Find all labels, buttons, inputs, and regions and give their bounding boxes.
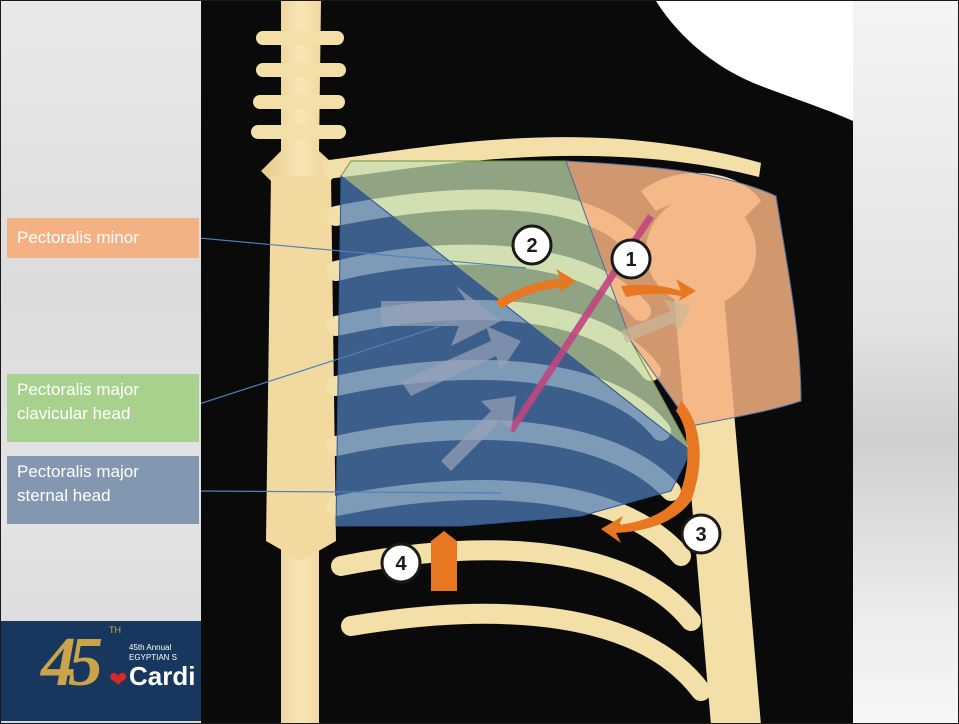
marker-1-label: 1 [625,249,636,271]
marker-3-label: 3 [695,524,706,546]
background-photo-right [848,1,958,724]
label-pectoralis-minor: Pectoralis minor [7,218,199,258]
label-sternal-line2: sternal head [17,484,189,508]
conference-logo: 45 TH 45th Annual EGYPTIAN S ❤ Cardi [1,621,201,721]
marker-1: 1 [612,240,650,278]
label-pectoralis-minor-text: Pectoralis minor [17,226,139,250]
heart-icon: ❤ [109,667,127,693]
label-sternal-line1: Pectoralis major [17,460,189,484]
background-photo-left [1,1,206,724]
label-clavicular-line1: Pectoralis major [17,378,189,402]
logo-line1: 45th Annual [129,643,171,652]
marker-2: 2 [513,226,551,264]
logo-line3: Cardi [129,661,195,692]
anatomy-diagram: 1 2 3 4 [201,1,853,724]
logo-number: 45 [41,623,95,703]
marker-2-label: 2 [526,235,537,257]
marker-4-label: 4 [395,553,407,575]
label-pectoralis-major-clavicular: Pectoralis major clavicular head [7,374,199,442]
logo-superscript: TH [109,625,121,635]
label-pectoralis-major-sternal: Pectoralis major sternal head [7,456,199,524]
marker-4: 4 [382,544,420,582]
label-clavicular-line2: clavicular head [17,402,189,426]
marker-3: 3 [682,515,720,553]
